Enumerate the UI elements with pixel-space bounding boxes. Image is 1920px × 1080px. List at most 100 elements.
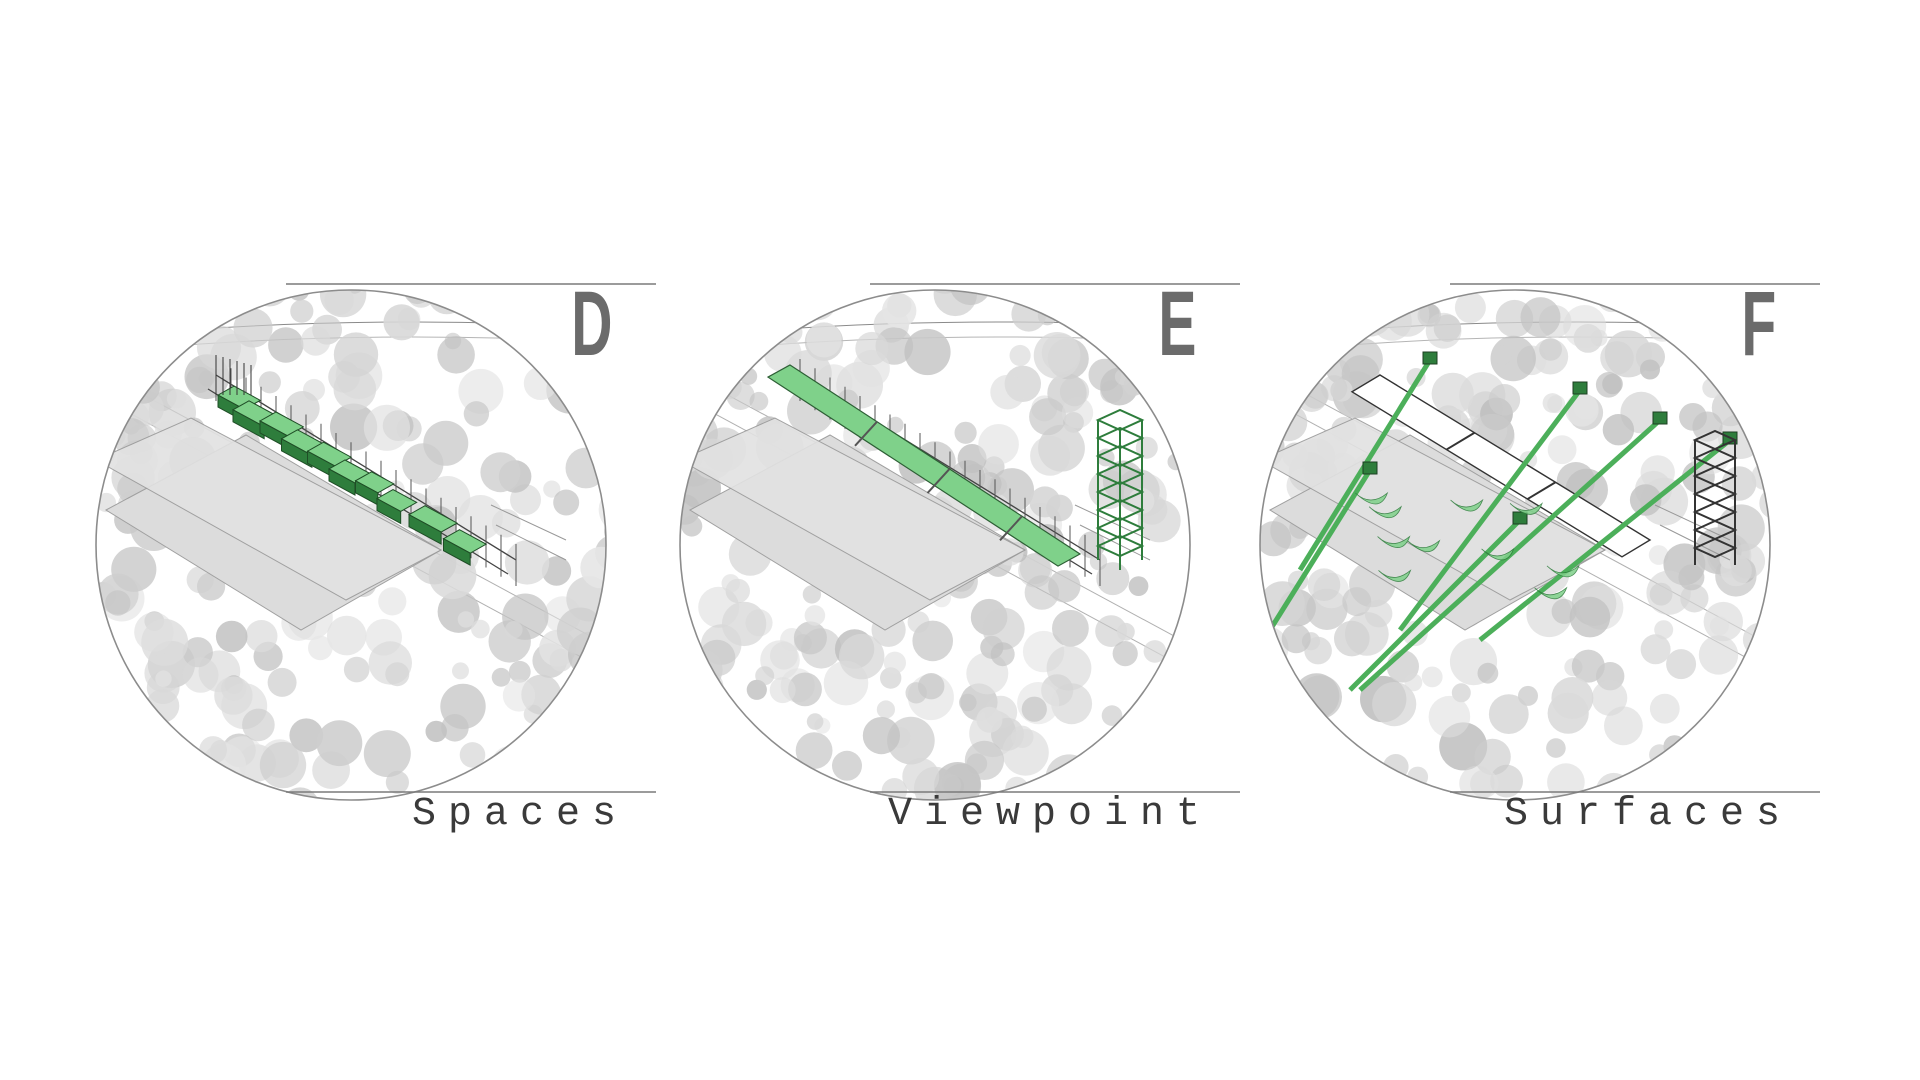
tree: [1128, 576, 1149, 596]
tree: [1321, 375, 1348, 402]
tree: [505, 621, 523, 639]
tree: [1168, 390, 1190, 432]
tree: [1285, 298, 1307, 321]
tree: [1292, 726, 1337, 771]
tree: [1796, 602, 1836, 642]
tree: [1729, 543, 1766, 579]
tree: [990, 642, 1015, 667]
space-box-side: [408, 513, 442, 545]
tree: [129, 353, 159, 382]
tree: [1146, 712, 1167, 734]
tree: [580, 546, 606, 589]
tree: [551, 759, 578, 787]
tree: [1454, 292, 1486, 323]
tree: [597, 428, 606, 467]
tree: [1199, 563, 1221, 585]
tree: [1672, 305, 1691, 324]
tree: [680, 783, 699, 800]
space-box-side: [328, 468, 356, 496]
panel-spaces-graphic: [95, 283, 659, 831]
tree: [680, 290, 696, 300]
tree: [1011, 296, 1047, 332]
tree: [1260, 680, 1288, 720]
tree: [1287, 759, 1333, 800]
tree: [1260, 738, 1294, 779]
tree: [1547, 435, 1577, 465]
tree: [574, 769, 592, 787]
tree: [1204, 467, 1250, 513]
tree: [1640, 634, 1671, 665]
tree: [543, 480, 561, 498]
tree: [96, 344, 110, 365]
space-box-side: [232, 408, 265, 440]
tree: [1720, 700, 1758, 738]
tree: [1168, 637, 1190, 663]
tree: [721, 601, 767, 647]
tree: [1217, 758, 1247, 788]
canopy-beam: [1398, 388, 1582, 632]
fabric-surface: [1546, 564, 1580, 578]
tree: [343, 656, 370, 683]
tree: [1466, 261, 1492, 287]
tree: [111, 546, 157, 592]
tree: [1425, 312, 1462, 349]
roof-surface: [1350, 374, 1652, 558]
tree: [1088, 358, 1121, 392]
tree: [316, 720, 363, 767]
tree: [194, 290, 232, 322]
tree: [1654, 620, 1674, 640]
tree: [102, 340, 143, 381]
tree: [1107, 318, 1150, 361]
tree: [219, 290, 254, 297]
tree: [1372, 682, 1417, 727]
tree: [587, 697, 606, 744]
tree: [463, 401, 490, 427]
tree: [1679, 761, 1699, 781]
tree: [1120, 768, 1137, 786]
tree: [1347, 290, 1387, 308]
tree: [106, 426, 126, 446]
tree: [154, 814, 171, 831]
tree: [616, 714, 664, 762]
tree: [1542, 393, 1563, 413]
tree: [1364, 599, 1393, 628]
tree: [284, 391, 320, 426]
tree: [96, 290, 128, 322]
tree: [96, 670, 113, 694]
tree: [615, 477, 659, 521]
tree: [731, 797, 753, 800]
tree: [964, 740, 1004, 780]
tree: [755, 666, 775, 686]
tree: [1569, 596, 1611, 638]
tree: [904, 328, 951, 376]
tree: [806, 322, 842, 358]
tree: [954, 421, 977, 444]
tree: [855, 331, 889, 366]
tree: [1269, 403, 1308, 442]
tree: [134, 612, 174, 652]
tree: [680, 420, 697, 448]
tree: [887, 416, 904, 434]
tree: [795, 732, 833, 769]
tree: [681, 649, 723, 691]
tree: [221, 791, 267, 800]
tree: [105, 590, 131, 616]
tree: [1488, 384, 1521, 416]
tree: [1600, 341, 1634, 375]
tree: [218, 292, 238, 312]
panel-letter: F: [1741, 273, 1776, 375]
tree: [630, 423, 649, 442]
tree: [974, 290, 996, 292]
tree: [787, 290, 805, 304]
tree: [96, 384, 117, 405]
tree: [876, 700, 895, 719]
frame-circle: [1259, 289, 1771, 801]
tree: [178, 778, 208, 800]
tree: [508, 660, 531, 683]
tree: [788, 672, 822, 707]
tree: [1046, 645, 1092, 691]
tree: [990, 374, 1026, 410]
tree: [268, 327, 304, 363]
tree: [127, 370, 160, 404]
